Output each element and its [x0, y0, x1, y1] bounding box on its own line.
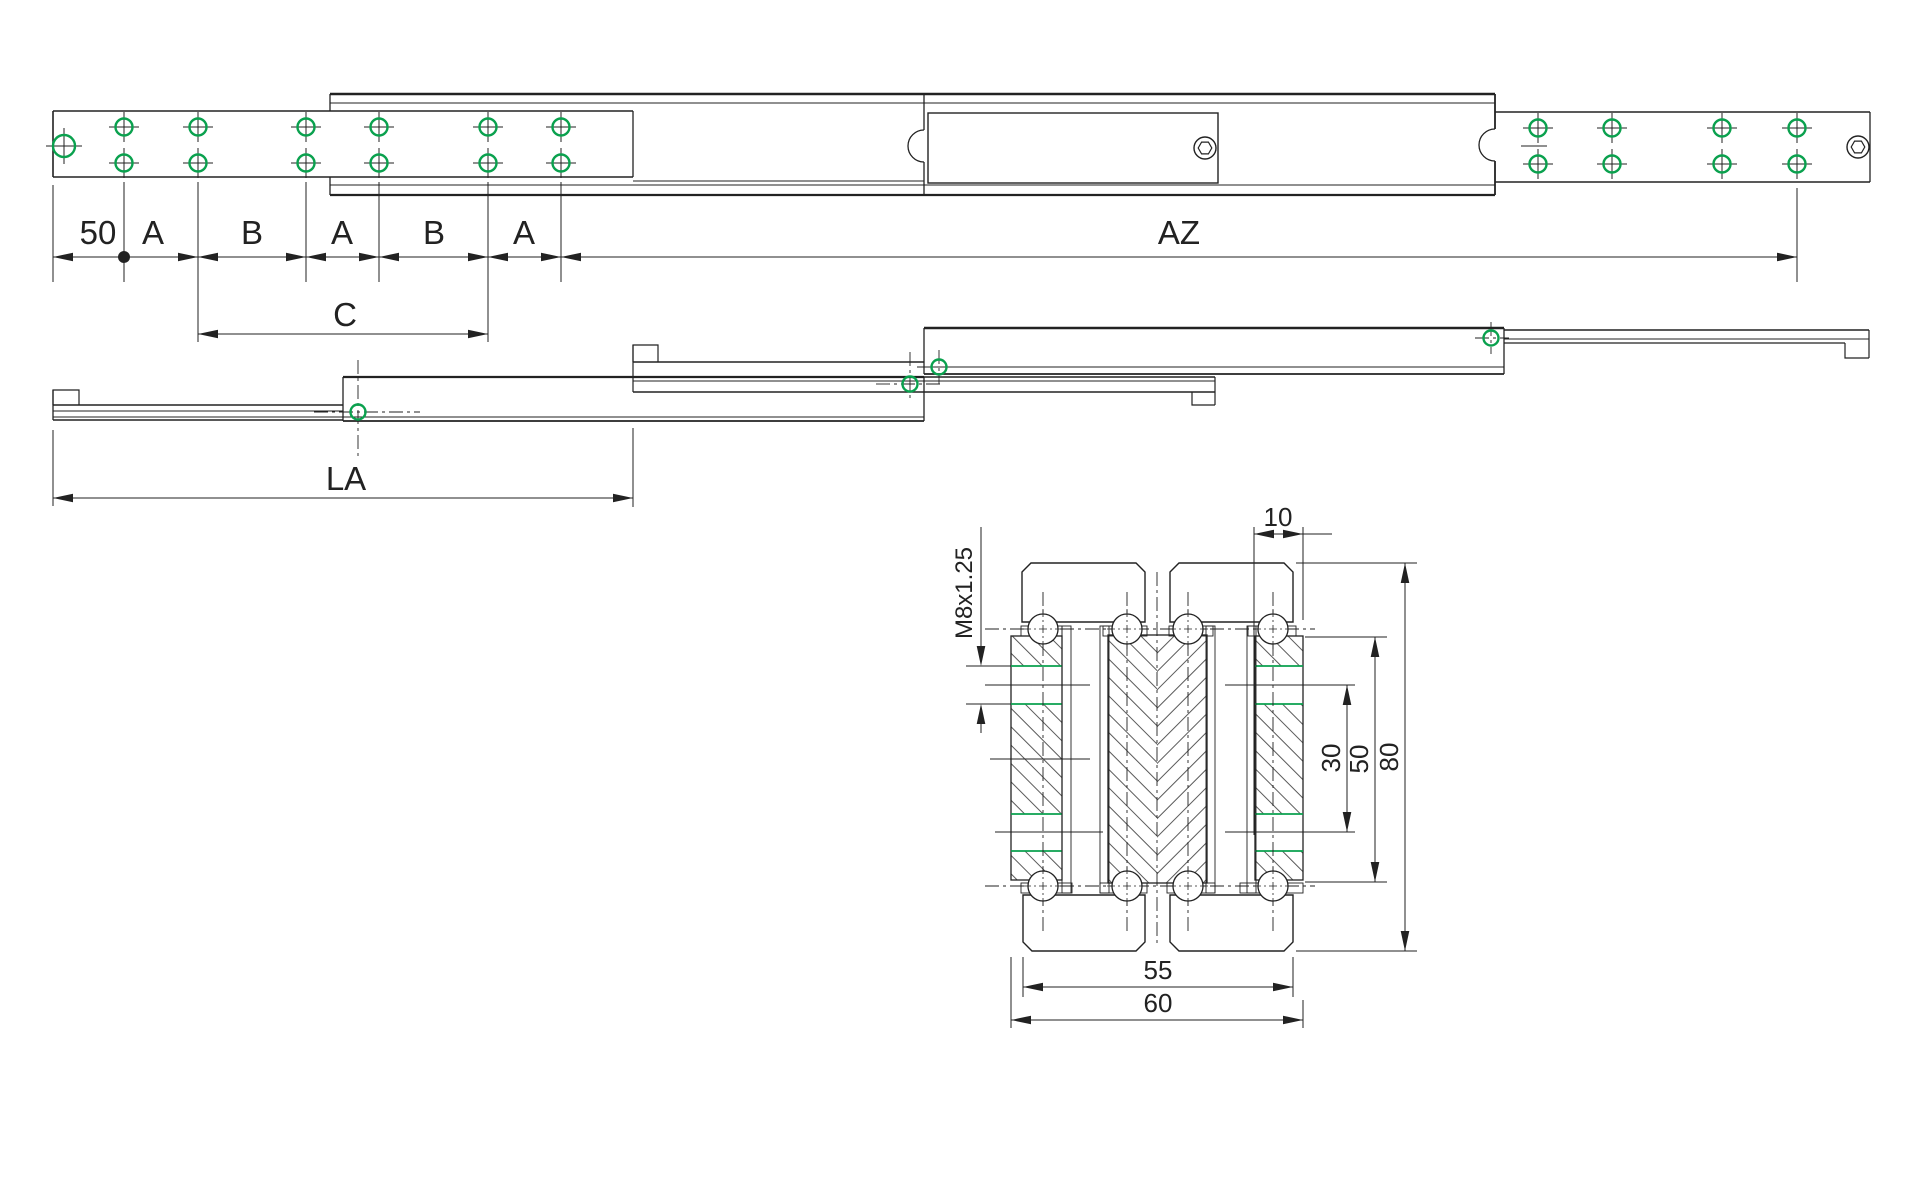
top-view-closed-slide: 50 A B A B A AZ C — [44, 92, 1871, 342]
dim-label-b1: B — [241, 214, 263, 251]
mounting-holes-left — [44, 110, 578, 180]
dimension-m8: M8x1.25 — [951, 527, 1011, 733]
center-core — [1107, 634, 1208, 884]
dimension-10: 10 — [1253, 502, 1332, 835]
dim-label-30: 30 — [1316, 744, 1346, 773]
dim-label-80: 80 — [1374, 743, 1404, 772]
dim-label-a2: A — [331, 214, 353, 251]
bottom-block-left — [1022, 894, 1146, 952]
member-3-center — [632, 344, 1216, 406]
access-window — [927, 112, 1219, 184]
dim-label-a1: A — [142, 214, 164, 251]
cross-section-view: M8x1.25 10 30 — [951, 502, 1417, 1028]
hex-socket-screw — [1846, 135, 1870, 159]
dim-label-50: 50 — [1344, 745, 1374, 774]
member-5-outer — [1504, 329, 1870, 359]
left-wall — [1010, 635, 1063, 881]
dim-label-10: 10 — [1264, 502, 1293, 532]
inner-rail-outline — [52, 110, 634, 178]
dim-label-c: C — [333, 296, 357, 333]
dimension-chain: 50 A B A B A AZ — [52, 182, 1798, 342]
right-rail-outline — [1495, 111, 1871, 183]
dimension-55-60: 55 60 — [1010, 955, 1304, 1028]
channel-webs — [1061, 625, 1257, 894]
member-1-inner — [52, 389, 343, 421]
bottom-block-right — [1169, 894, 1294, 952]
dim-label-az: AZ — [1158, 214, 1200, 251]
top-block-left — [1021, 562, 1146, 623]
dim-label-a3: A — [513, 214, 535, 251]
extended-view-slide: LA — [52, 322, 1870, 507]
outer-rail-outline — [329, 92, 1496, 197]
right-wall — [1254, 635, 1304, 881]
reference-holes — [314, 322, 1509, 460]
dim-label-la: LA — [326, 460, 366, 497]
hex-socket-screw — [1193, 136, 1217, 160]
dimension-c: C — [198, 296, 488, 339]
dimension-la: LA — [52, 428, 634, 507]
mounting-holes-right — [1521, 111, 1814, 181]
dim-label-m8: M8x1.25 — [951, 547, 978, 639]
top-block-right — [1169, 562, 1294, 623]
dimension-30-50-80: 30 50 80 — [1225, 562, 1417, 952]
dim-label-50: 50 — [80, 214, 117, 251]
dim-label-60: 60 — [1144, 988, 1173, 1018]
member-4 — [923, 326, 1505, 375]
dim-label-b2: B — [423, 214, 445, 251]
dim-label-55: 55 — [1144, 955, 1173, 985]
